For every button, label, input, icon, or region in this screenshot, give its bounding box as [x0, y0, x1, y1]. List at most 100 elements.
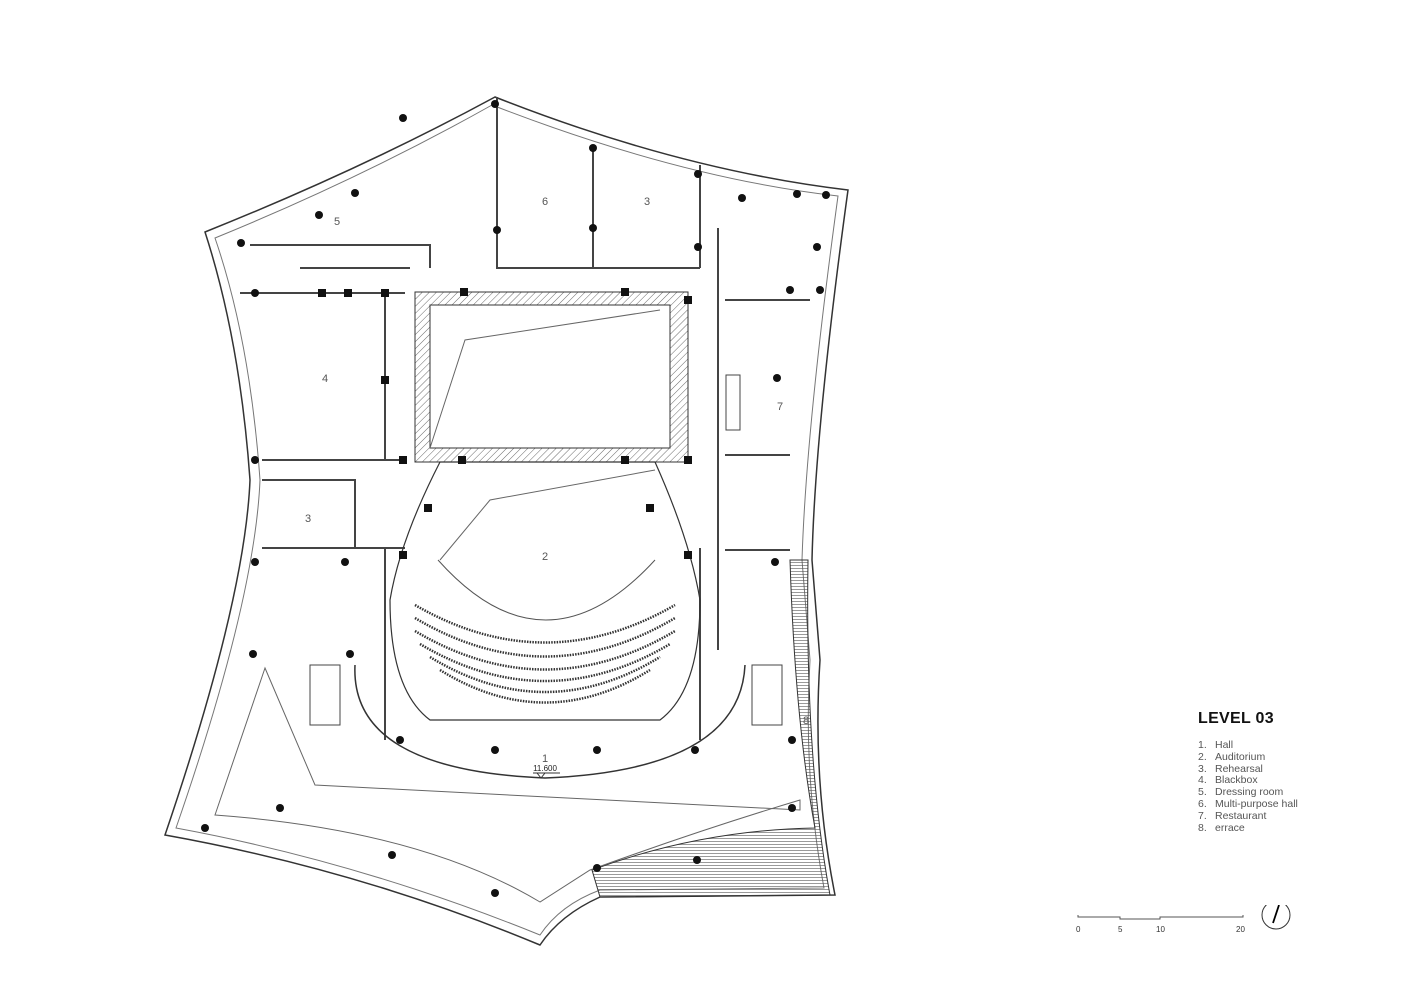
column: [315, 211, 323, 219]
square-column: [684, 551, 692, 559]
legend-label: Multi-purpose hall: [1215, 797, 1298, 810]
square-column: [684, 456, 692, 464]
scale-tick: 5: [1118, 925, 1123, 934]
legend-item: 7. Restaurant: [1198, 809, 1298, 823]
legend-label: Hall: [1215, 739, 1234, 751]
column: [589, 144, 597, 152]
legend-number: 6.: [1198, 797, 1207, 810]
column: [771, 558, 779, 566]
column: [201, 824, 209, 832]
scale-bar-graphic: [1077, 900, 1291, 930]
legend-item: 1.Hall: [1198, 739, 1298, 752]
scale-tick: 0: [1076, 925, 1081, 934]
column: [788, 804, 796, 812]
room-label-restaurant: 7: [777, 401, 783, 413]
square-column: [460, 288, 468, 296]
stage-area: [429, 304, 671, 449]
column: [788, 736, 796, 744]
elevation-marker: [536, 772, 546, 779]
square-column: [381, 289, 389, 297]
column: [691, 746, 699, 754]
square-column: [621, 288, 629, 296]
square-column: [399, 456, 407, 464]
legend-label: Auditorium: [1215, 750, 1266, 763]
column: [237, 239, 245, 247]
stairs: [309, 374, 783, 726]
stage-sightline: [429, 309, 661, 449]
square-column: [684, 296, 692, 304]
square-column: [381, 376, 389, 384]
column: [493, 226, 501, 234]
column: [694, 243, 702, 251]
legend-label: Rehearsal: [1215, 762, 1263, 775]
square-column: [399, 551, 407, 559]
square-column: [344, 289, 352, 297]
room-label-rehearsal-west: 3: [305, 513, 311, 525]
square-column: [621, 456, 629, 464]
scale-tick: 20: [1236, 925, 1245, 934]
inner-facade: [175, 104, 839, 936]
legend-label: Blackbox: [1215, 774, 1258, 787]
stage-sightline-2: [439, 469, 656, 561]
scale-tick: 10: [1156, 925, 1165, 934]
north-arrow-icon: [1261, 900, 1291, 930]
legend-number: 8.: [1198, 821, 1207, 834]
room-label-hall: 1: [542, 753, 548, 765]
column: [816, 286, 824, 294]
column: [341, 558, 349, 566]
legend-item: 5.Dressing room: [1198, 786, 1298, 799]
level-title: LEVEL 03: [1198, 710, 1274, 727]
room-label-rehearsal-north: 3: [644, 196, 650, 208]
auditorium-outline: [389, 461, 701, 721]
scale-bar: 0 5 10 20: [1070, 900, 1310, 945]
column: [593, 746, 601, 754]
room-label-dressing-room: 5: [334, 216, 340, 228]
column: [351, 189, 359, 197]
legend-number: 7.: [1198, 809, 1207, 822]
column: [346, 650, 354, 658]
columns: [201, 100, 830, 897]
terrace-deck: [591, 559, 831, 898]
room-label-blackbox: 4: [322, 373, 328, 385]
legend-label: Dressing room: [1215, 786, 1284, 799]
legend-number: 2.: [1198, 750, 1207, 763]
legend-number: 3.: [1198, 762, 1207, 775]
legend-number: 4.: [1198, 774, 1207, 787]
elevation-label: 11.600: [533, 764, 557, 773]
column: [773, 374, 781, 382]
legend-label: errace: [1215, 821, 1245, 834]
column: [388, 851, 396, 859]
legend-label: Restaurant: [1215, 809, 1267, 822]
column: [251, 289, 259, 297]
column: [491, 746, 499, 754]
column: [589, 224, 597, 232]
seating-rows: [414, 603, 676, 704]
column: [822, 191, 830, 199]
column: [694, 170, 702, 178]
square-column: [458, 456, 466, 464]
legend-item: 2. Auditorium: [1198, 750, 1298, 764]
legend-item: 6. Multi-purpose hall: [1198, 797, 1298, 811]
column: [593, 864, 601, 872]
stage-front-curve: [437, 559, 656, 621]
building-outline: [164, 96, 849, 946]
column: [793, 190, 801, 198]
room-label-terrace: 8: [803, 715, 809, 727]
column: [399, 114, 407, 122]
column: [251, 456, 259, 464]
column: [738, 194, 746, 202]
room-label-multi-purpose-hall: 6: [542, 196, 548, 208]
legend-item: 8. errace: [1198, 821, 1298, 835]
square-column: [318, 289, 326, 297]
column: [693, 856, 701, 864]
legend-item: 3. Rehearsal: [1198, 762, 1298, 776]
column: [396, 736, 404, 744]
column: [491, 100, 499, 108]
room-label-auditorium: 2: [542, 551, 548, 563]
column: [786, 286, 794, 294]
legend-item: 4. Blackbox: [1198, 775, 1298, 787]
column: [813, 243, 821, 251]
